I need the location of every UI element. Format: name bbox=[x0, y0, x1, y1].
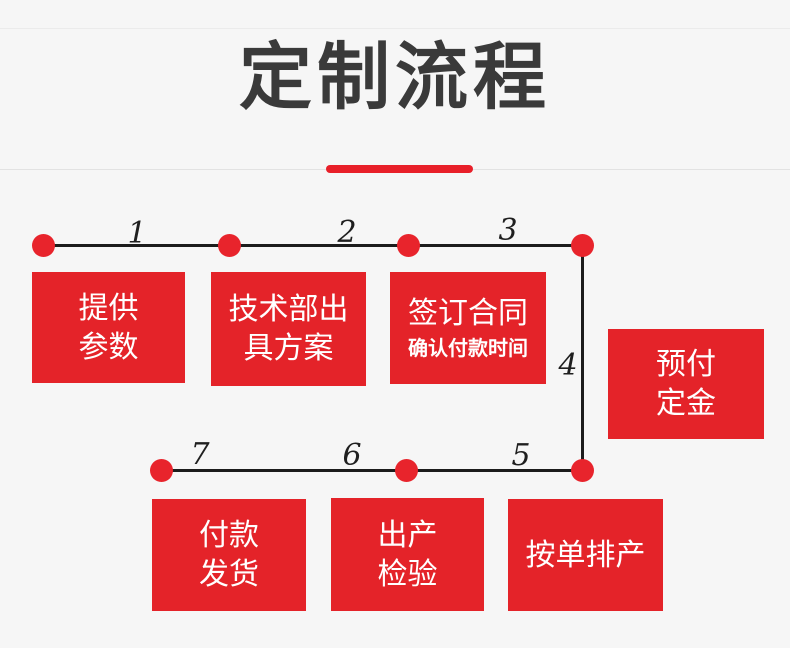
flow-dot-7 bbox=[150, 459, 173, 482]
flow-dot-2 bbox=[218, 234, 241, 257]
step-number-2: 2 bbox=[337, 215, 357, 250]
box-text-line: 定金 bbox=[656, 387, 716, 420]
box-prepay-deposit: 预付 定金 bbox=[608, 329, 764, 439]
connector-bottom-line bbox=[162, 469, 583, 472]
flow-dot-5 bbox=[571, 459, 594, 482]
box-text-line: 按单排产 bbox=[525, 538, 646, 572]
box-text-line: 技术部出 bbox=[228, 293, 349, 326]
flow-dot-4 bbox=[571, 234, 594, 257]
box-text-line: 检验 bbox=[377, 557, 438, 591]
box-production-inspection: 出产 检验 bbox=[331, 498, 484, 611]
flow-dot-1 bbox=[32, 234, 55, 257]
box-text-line: 预付 bbox=[656, 348, 716, 381]
box-text-line: 付款 bbox=[199, 519, 259, 552]
connector-vertical-line bbox=[581, 246, 584, 472]
box-text-line: 出产 bbox=[377, 518, 438, 552]
step-number-7: 7 bbox=[190, 437, 210, 472]
box-technical-dept-plan: 技术部出 具方案 bbox=[211, 272, 366, 386]
step-number-1: 1 bbox=[127, 216, 147, 251]
box-text-line: 参数 bbox=[78, 330, 139, 364]
step-number-3: 3 bbox=[498, 213, 518, 248]
step-number-4: 4 bbox=[558, 348, 578, 383]
top-hairline bbox=[0, 28, 790, 29]
box-text-subline: 确认付款时间 bbox=[408, 337, 528, 360]
flow-dot-3 bbox=[397, 234, 420, 257]
title-underline bbox=[326, 165, 473, 173]
box-payment-shipping: 付款 发货 bbox=[152, 499, 306, 611]
box-text-line: 签订合同 bbox=[408, 296, 528, 330]
box-text-line: 提供 bbox=[78, 291, 139, 325]
page-title: 定制流程 bbox=[239, 37, 551, 118]
flow-dot-6 bbox=[395, 459, 418, 482]
box-text-line: 发货 bbox=[199, 558, 259, 591]
step-number-6: 6 bbox=[342, 438, 362, 473]
connector-top-line bbox=[44, 244, 583, 247]
box-sign-contract: 签订合同 确认付款时间 bbox=[390, 272, 546, 384]
box-text-line: 具方案 bbox=[243, 332, 334, 365]
box-schedule-production: 按单排产 bbox=[508, 499, 663, 611]
box-provide-parameters: 提供 参数 bbox=[32, 272, 185, 383]
step-number-5: 5 bbox=[511, 438, 531, 473]
